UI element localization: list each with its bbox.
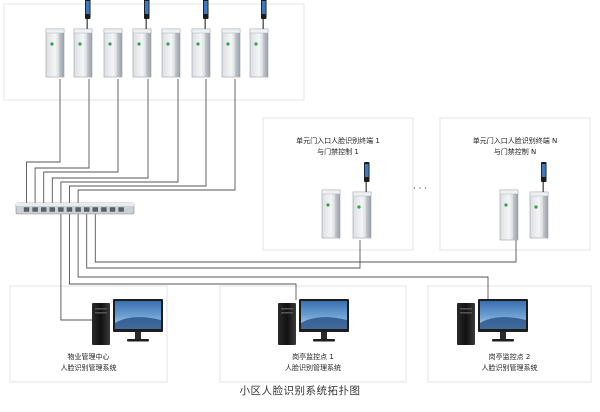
turnstile-top-7 xyxy=(221,28,241,78)
unit-1-frame xyxy=(262,117,414,251)
switch-port xyxy=(118,207,124,212)
workstation-system-3: 人脸识别管理系统 xyxy=(481,364,538,372)
cable-workstation-3 xyxy=(77,214,489,300)
cable-top-5 xyxy=(60,79,179,207)
workstation-name-2: 岗亭监控点 1 xyxy=(292,353,334,361)
unit-1-label: 单元门入口人脸识别终端 1 与门禁控制 1 xyxy=(263,136,413,158)
turnstile-top-2 xyxy=(73,0,93,78)
workstation-name-3: 岗亭监控点 2 xyxy=(488,353,531,361)
switch-port xyxy=(92,207,98,212)
cable-unit-n xyxy=(94,214,517,263)
turnstile-top-1 xyxy=(45,28,65,78)
workstation-frame-2 xyxy=(219,285,407,383)
switch-port xyxy=(32,207,38,212)
cable-top-6 xyxy=(69,79,207,207)
switch-port xyxy=(75,207,81,212)
computers xyxy=(92,299,528,345)
unit-1-label-line2: 与门禁控制 1 xyxy=(317,148,359,156)
switch-ports xyxy=(23,207,124,212)
network-switch xyxy=(15,202,135,215)
workstation-system-2: 人脸识别管理系统 xyxy=(285,364,341,372)
switch-port xyxy=(109,207,116,212)
turnstile-top-3 xyxy=(103,28,123,78)
switch-port xyxy=(41,207,47,212)
turnstile-top-5 xyxy=(161,28,181,78)
turnstile-unit1-a xyxy=(321,189,341,239)
computer-3 xyxy=(457,299,528,345)
frames xyxy=(3,3,592,383)
turnstile-unit1-b xyxy=(352,162,372,239)
switch-port xyxy=(23,207,30,212)
switch-port xyxy=(58,207,64,212)
ellipsis: · · · xyxy=(412,184,428,194)
unit-1-label-line1: 单元门入口人脸识别终端 1 xyxy=(296,137,380,145)
connection-lines xyxy=(26,79,517,324)
workstation-label-3: 岗亭监控点 2 人脸识别管理系统 xyxy=(428,352,591,374)
turnstile-unitn-a xyxy=(499,189,519,241)
turnstile-unitn-b xyxy=(529,162,549,239)
cable-unit-1 xyxy=(86,214,361,269)
cable-top-1 xyxy=(26,79,61,207)
workstation-frame-1 xyxy=(9,285,168,383)
unit-n-label-line2: 与门禁控制 N xyxy=(493,148,537,156)
workstation-name-1: 物业管理中心 xyxy=(67,353,110,361)
cable-top-2 xyxy=(34,79,90,207)
workstation-system-1: 人脸识别管理系统 xyxy=(60,364,117,372)
unit-n-label: 单元门入口人脸识别终端 N 与门禁控制 N xyxy=(440,136,590,158)
switch-port xyxy=(49,207,55,212)
workstation-label-1: 物业管理中心 人脸识别管理系统 xyxy=(10,352,167,374)
cable-top-4 xyxy=(51,79,149,207)
turnstile-top-8 xyxy=(249,0,269,78)
unit-n-frame xyxy=(439,117,591,251)
turnstile-top-4 xyxy=(132,0,152,78)
turnstile-top-6 xyxy=(191,0,211,78)
cable-top-7 xyxy=(77,79,236,207)
computer-2 xyxy=(278,299,349,345)
cable-top-3 xyxy=(43,79,119,207)
cable-workstation-2 xyxy=(69,214,297,300)
computer-1 xyxy=(92,299,163,345)
switch-port xyxy=(84,207,90,212)
unit-n-label-line1: 单元门入口人脸识别终端 N xyxy=(472,137,558,145)
switch-port xyxy=(66,207,73,212)
workstation-frame-3 xyxy=(427,285,592,383)
workstation-label-2: 岗亭监控点 1 人脸识别管理系统 xyxy=(220,352,406,374)
switch-port xyxy=(101,207,107,212)
diagram-title: 小区人脸识别系统拓扑图 xyxy=(239,385,361,397)
turnstiles xyxy=(45,0,549,241)
top-turnstile-frame xyxy=(3,3,305,101)
